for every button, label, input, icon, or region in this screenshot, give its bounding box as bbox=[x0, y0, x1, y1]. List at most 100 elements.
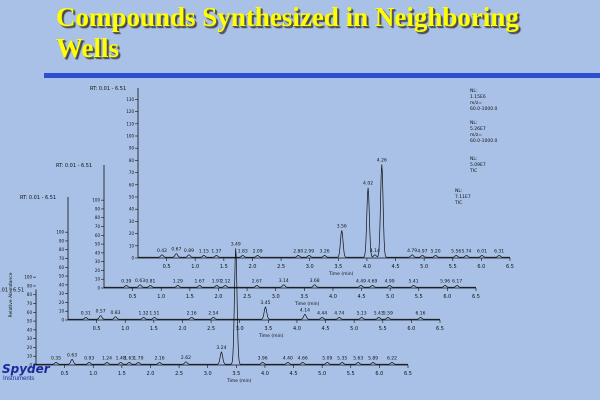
trace-header: RT: 0.01 - 6.51 bbox=[56, 163, 92, 169]
y-tick-label: 20 bbox=[129, 231, 135, 236]
y-tick-label: 20 bbox=[95, 268, 101, 273]
x-tick-label: 6.5 bbox=[506, 264, 514, 270]
peak-label: 1.83 bbox=[238, 248, 248, 254]
y-tick-label: 40 bbox=[59, 282, 65, 287]
peak-label: 4.99 bbox=[385, 278, 395, 284]
peak-label: 3.68 bbox=[310, 278, 320, 284]
peak-label: 4.66 bbox=[298, 355, 308, 361]
trace-info: 60.0-1000.0 bbox=[470, 138, 498, 144]
y-tick-label: 80 bbox=[27, 292, 33, 297]
trace-info: m/z= bbox=[470, 132, 482, 138]
x-tick-label: 2.0 bbox=[248, 264, 256, 270]
logo-name: Spyder bbox=[2, 362, 50, 376]
y-tick-label: 20 bbox=[59, 300, 65, 305]
y-tick-label: 90 bbox=[129, 146, 135, 151]
y-tick-label: 50 bbox=[129, 195, 135, 200]
trace-info: TIC bbox=[454, 200, 462, 206]
x-tick-label: 1.0 bbox=[191, 264, 199, 270]
y-tick-label: 40 bbox=[95, 250, 101, 255]
x-tick-label: 6.5 bbox=[404, 371, 412, 377]
x-tick-label: 2.0 bbox=[214, 294, 222, 300]
x-tick-label: 4.5 bbox=[392, 264, 400, 270]
peak-label: 5.63 bbox=[353, 355, 363, 361]
trace-info: 1.15E6 bbox=[470, 94, 486, 100]
trace-info: NL: bbox=[470, 120, 477, 126]
company-logo: Spyder Instruments bbox=[2, 362, 50, 382]
peak-label: 5.43 bbox=[374, 310, 384, 316]
peak-label: 4.49 bbox=[356, 278, 366, 284]
title-line-2: Wells bbox=[56, 33, 120, 63]
trace-info: TIC bbox=[469, 168, 477, 174]
y-tick-label: 80 bbox=[95, 215, 101, 220]
peak-label: 0.57 bbox=[96, 309, 106, 315]
x-tick-label: 2.5 bbox=[175, 371, 183, 377]
peak-label: 5.56 bbox=[451, 248, 461, 254]
x-tick-label: 3.0 bbox=[236, 326, 244, 332]
x-tick-label: 6.0 bbox=[443, 294, 451, 300]
peak-label: 0.81 bbox=[145, 278, 155, 284]
peak-label: 6.22 bbox=[387, 355, 397, 361]
peak-label: 1.97 bbox=[212, 278, 222, 284]
trace-info: 60.0-1000.0 bbox=[470, 106, 498, 112]
x-tick-label: 2.5 bbox=[243, 294, 251, 300]
peak-label: 5.13 bbox=[357, 310, 367, 316]
peak-label: 3.14 bbox=[279, 278, 289, 284]
peak-label: 4.74 bbox=[334, 310, 344, 316]
x-tick-label: 0.5 bbox=[129, 294, 137, 300]
trace-info: NL: bbox=[470, 88, 477, 94]
x-axis-label: Time (min) bbox=[258, 333, 284, 339]
peak-label: 0.35 bbox=[51, 355, 61, 361]
x-tick-label: 4.5 bbox=[358, 294, 366, 300]
peak-label: 4.14 bbox=[300, 307, 310, 313]
y-tick-label: 40 bbox=[129, 207, 135, 212]
y-tick-label: 20 bbox=[27, 345, 33, 350]
x-tick-label: 6.5 bbox=[436, 326, 444, 332]
peak-label: 6.16 bbox=[416, 310, 426, 316]
x-tick-label: 4.5 bbox=[290, 371, 298, 377]
y-tick-label: 90 bbox=[95, 206, 101, 211]
peak-label: 2.99 bbox=[304, 248, 314, 254]
y-tick-label: 100 bbox=[126, 134, 134, 139]
y-tick-label: 0 bbox=[131, 256, 134, 261]
peak-label: 0.89 bbox=[184, 248, 194, 254]
peak-label: 1.37 bbox=[211, 248, 221, 254]
y-tick-label: 80 bbox=[59, 247, 65, 252]
x-tick-label: 3.0 bbox=[306, 264, 314, 270]
y-tick-label: 10 bbox=[129, 243, 135, 248]
x-tick-label: 4.0 bbox=[363, 264, 371, 270]
y-tick-label: 70 bbox=[59, 256, 65, 261]
peak-label: 0.42 bbox=[157, 248, 167, 254]
y-tick-label: 70 bbox=[27, 301, 33, 306]
x-tick-label: 0.5 bbox=[163, 264, 171, 270]
trace-line-2 bbox=[104, 284, 476, 288]
x-tick-label: 3.5 bbox=[232, 371, 240, 377]
y-tick-label: 50 bbox=[27, 319, 33, 324]
peak-label: 1.48 bbox=[116, 355, 126, 361]
y-tick-label: 130 bbox=[126, 97, 134, 102]
peak-label: 5.35 bbox=[337, 355, 347, 361]
peak-label: 0.83 bbox=[110, 310, 120, 316]
x-tick-label: 2.5 bbox=[207, 326, 215, 332]
x-tick-label: 5.5 bbox=[347, 371, 355, 377]
x-tick-label: 1.5 bbox=[220, 264, 228, 270]
peak-label: 0.31 bbox=[81, 310, 91, 316]
x-tick-label: 1.5 bbox=[150, 326, 158, 332]
x-tick-label: 6.0 bbox=[477, 264, 485, 270]
trace-info: 5.26E7 bbox=[470, 126, 486, 132]
peak-label: 2.16 bbox=[187, 310, 197, 316]
y-tick-label: 80 bbox=[129, 158, 135, 163]
y-tick-label: 70 bbox=[95, 224, 101, 229]
y-tick-label: 0 bbox=[61, 318, 64, 323]
peak-label: 3.24 bbox=[216, 345, 226, 351]
x-tick-label: 1.0 bbox=[157, 294, 165, 300]
peak-label: 4.40 bbox=[283, 355, 293, 361]
slide-title: Compounds Synthesized in Neighboring Wel… bbox=[56, 2, 576, 64]
peak-label: 5.89 bbox=[368, 355, 378, 361]
peak-label: 5.96 bbox=[440, 278, 450, 284]
peak-label: 4.44 bbox=[317, 310, 327, 316]
y-tick-label: 40 bbox=[27, 327, 33, 332]
